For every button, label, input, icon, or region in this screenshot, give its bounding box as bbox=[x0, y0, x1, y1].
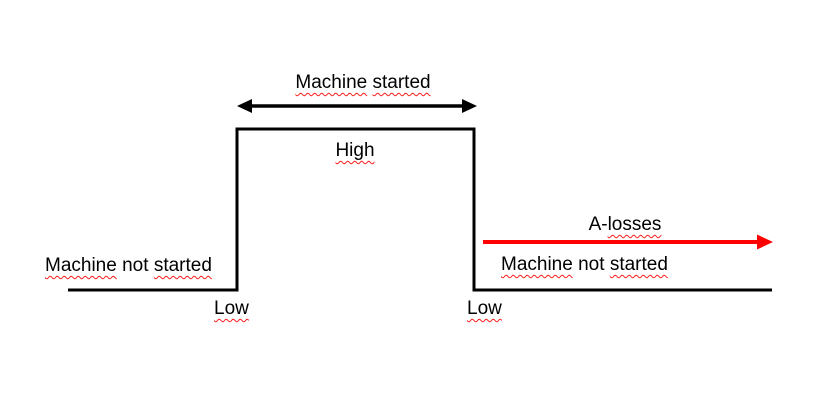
duration-arrowhead-left bbox=[237, 99, 252, 113]
label-word: Low bbox=[467, 298, 502, 319]
label-word: Machine bbox=[45, 255, 117, 276]
a-losses-arrowhead bbox=[757, 234, 773, 250]
label-word: Machine bbox=[501, 254, 573, 275]
machine-not-started-right-label: Machine not started bbox=[501, 254, 668, 276]
duration-arrowhead-right bbox=[462, 99, 477, 113]
label-word: started bbox=[609, 254, 668, 275]
label-word: Low bbox=[214, 298, 249, 319]
label-word: not bbox=[578, 254, 605, 275]
machine-started-label: Machine started bbox=[295, 72, 431, 94]
label-word: started bbox=[372, 72, 431, 93]
high-state-label: High bbox=[335, 140, 375, 162]
label-word: Machine bbox=[295, 72, 368, 93]
label-word: High bbox=[335, 140, 375, 161]
a-losses-arrow bbox=[483, 234, 773, 250]
label-word: A- bbox=[588, 214, 608, 235]
a-losses-label: A-losses bbox=[588, 214, 662, 236]
signal-waveform-line bbox=[68, 127, 772, 292]
machine-not-started-left-label: Machine not started bbox=[45, 255, 212, 277]
low-state-label-right: Low bbox=[467, 298, 502, 320]
machine-started-duration-arrow bbox=[237, 99, 477, 113]
label-word: started bbox=[153, 255, 212, 276]
low-state-label-left: Low bbox=[214, 298, 249, 320]
label-word: not bbox=[122, 255, 149, 276]
label-word: losses bbox=[607, 214, 662, 235]
